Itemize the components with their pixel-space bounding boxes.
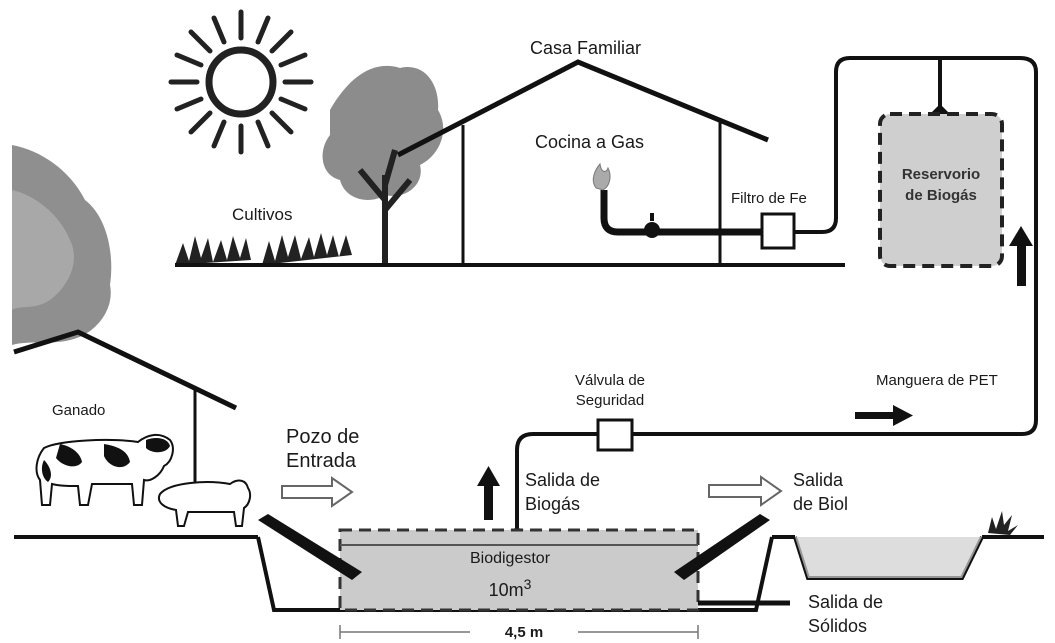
up-arrow-icon xyxy=(477,466,500,520)
reservoir-label-2: de Biogás xyxy=(905,187,977,204)
inlet-label-1: Pozo de xyxy=(286,426,360,448)
safety-valve-box xyxy=(596,418,634,452)
right-arrow-icon xyxy=(855,405,913,426)
livestock-label: Ganado xyxy=(52,402,106,419)
digester-label: Biodigestor xyxy=(469,550,551,567)
volume-text: 10m xyxy=(488,580,524,600)
volume-label: 10m3 xyxy=(450,576,570,601)
tree-icon xyxy=(12,145,112,345)
length-label: 4,5 m xyxy=(504,624,544,641)
biogas-outlet-pipe xyxy=(515,432,600,530)
iron-filter-box xyxy=(760,212,796,250)
flame-icon xyxy=(592,162,611,191)
outlet-tube xyxy=(674,514,770,580)
solids-out-label-2: Sólidos xyxy=(808,616,868,636)
biol-out-label-2: de Biol xyxy=(793,494,849,514)
plant-icon xyxy=(988,511,1018,535)
biodigester-tank xyxy=(338,528,700,612)
up-arrow-icon xyxy=(1009,226,1033,286)
solids-out-label-1: Salida de xyxy=(808,592,884,612)
dimension-line xyxy=(339,625,699,639)
reservoir-valve xyxy=(930,104,950,114)
pet-hose-label: Manguera de PET xyxy=(876,372,998,389)
volume-exponent: 3 xyxy=(523,576,532,592)
hollow-arrow-icon xyxy=(708,475,783,507)
biol-pond-fill xyxy=(795,537,982,578)
pet-hose xyxy=(632,56,1038,436)
hollow-arrow-icon xyxy=(281,476,354,508)
biol-out-label-1: Salida xyxy=(793,470,844,490)
crops-label: Cultivos xyxy=(232,205,293,224)
iron-filter-label: Filtro de Fe xyxy=(731,190,807,207)
crops xyxy=(175,233,352,265)
sun-icon xyxy=(168,9,314,155)
pig-icon xyxy=(158,479,252,527)
reservoir-label-1: Reservorio xyxy=(901,166,981,183)
valve-label-2: Seguridad xyxy=(575,392,645,409)
inlet-tube xyxy=(258,514,362,580)
inlet-label-2: Entrada xyxy=(286,450,357,472)
gas-line xyxy=(600,190,762,238)
cow-icon xyxy=(35,434,174,506)
biogas-out-label-1: Salida de xyxy=(525,470,601,490)
house-label: Casa Familiar xyxy=(530,38,642,58)
house xyxy=(396,59,769,265)
tree-icon xyxy=(322,65,444,265)
stove-label: Cocina a Gas xyxy=(535,132,645,152)
valve-label-1: Válvula de xyxy=(574,372,646,389)
biogas-reservoir xyxy=(878,112,1004,268)
biogas-out-label-2: Biogás xyxy=(525,494,581,514)
shed xyxy=(13,329,238,487)
